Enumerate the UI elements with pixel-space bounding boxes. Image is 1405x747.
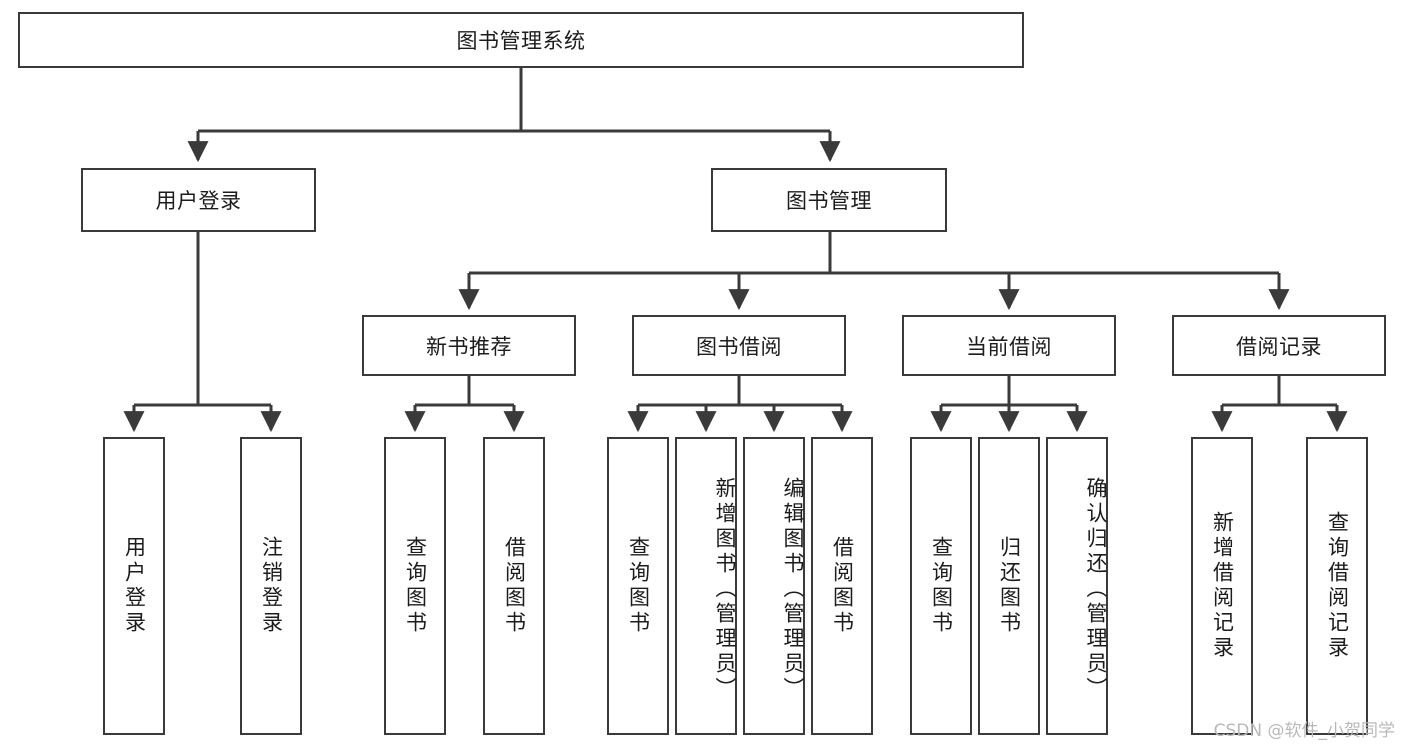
node-label: 借阅图书 bbox=[502, 536, 527, 636]
node-label: 当前借阅 bbox=[966, 334, 1052, 359]
leaf-user-login[interactable]: 用户登录 bbox=[103, 437, 165, 735]
node-label: 确认归还（管理员） bbox=[1084, 476, 1108, 702]
node-label: 图书管理 bbox=[786, 189, 872, 213]
leaf-borrow-books-recommendation[interactable]: 借阅图书 bbox=[483, 437, 545, 735]
leaf-borrow-books[interactable]: 借阅图书 bbox=[811, 437, 873, 735]
node-label: 用户登录 bbox=[122, 536, 147, 636]
node-label: 用户登录 bbox=[155, 189, 242, 213]
node-label: 图书借阅 bbox=[696, 334, 782, 359]
node-label: 借阅图书 bbox=[830, 536, 855, 636]
node-label: 注销登录 bbox=[259, 536, 284, 636]
leaf-edit-book-admin[interactable]: 编辑图书（管理员） bbox=[743, 437, 805, 735]
leaf-add-borrow-record[interactable]: 新增借阅记录 bbox=[1191, 437, 1253, 735]
node-current-borrow[interactable]: 当前借阅 bbox=[902, 315, 1116, 376]
node-new-book-recommendation[interactable]: 新书推荐 bbox=[362, 315, 576, 376]
node-book-management[interactable]: 图书管理 bbox=[711, 168, 947, 232]
node-borrow-records[interactable]: 借阅记录 bbox=[1172, 315, 1386, 376]
node-label: 查询图书 bbox=[626, 536, 651, 636]
leaf-query-books-current[interactable]: 查询图书 bbox=[910, 437, 972, 735]
csdn-watermark: CSDN @软件_小贺同学 bbox=[1213, 721, 1395, 741]
node-label: 归还图书 bbox=[997, 536, 1022, 636]
leaf-query-books-borrow[interactable]: 查询图书 bbox=[607, 437, 669, 735]
node-label: 编辑图书（管理员） bbox=[781, 476, 805, 702]
node-user-login[interactable]: 用户登录 bbox=[81, 168, 316, 232]
node-label: 查询图书 bbox=[403, 536, 428, 636]
node-label: 新增图书（管理员） bbox=[713, 476, 737, 702]
leaf-add-book-admin[interactable]: 新增图书（管理员） bbox=[675, 437, 737, 735]
leaf-query-books-recommendation[interactable]: 查询图书 bbox=[384, 437, 446, 735]
node-book-management-system[interactable]: 图书管理系统 bbox=[18, 12, 1024, 68]
leaf-query-borrow-record[interactable]: 查询借阅记录 bbox=[1306, 437, 1368, 735]
node-label: 新增借阅记录 bbox=[1210, 511, 1235, 661]
node-label: 查询借阅记录 bbox=[1325, 511, 1350, 661]
node-label: 图书管理系统 bbox=[456, 29, 586, 53]
leaf-return-books[interactable]: 归还图书 bbox=[978, 437, 1040, 735]
node-label: 借阅记录 bbox=[1236, 334, 1322, 359]
leaf-logout[interactable]: 注销登录 bbox=[240, 437, 302, 735]
node-book-borrow[interactable]: 图书借阅 bbox=[632, 315, 846, 376]
node-label: 查询图书 bbox=[929, 536, 954, 636]
node-label: 新书推荐 bbox=[426, 334, 512, 359]
leaf-confirm-return-admin[interactable]: 确认归还（管理员） bbox=[1046, 437, 1108, 735]
